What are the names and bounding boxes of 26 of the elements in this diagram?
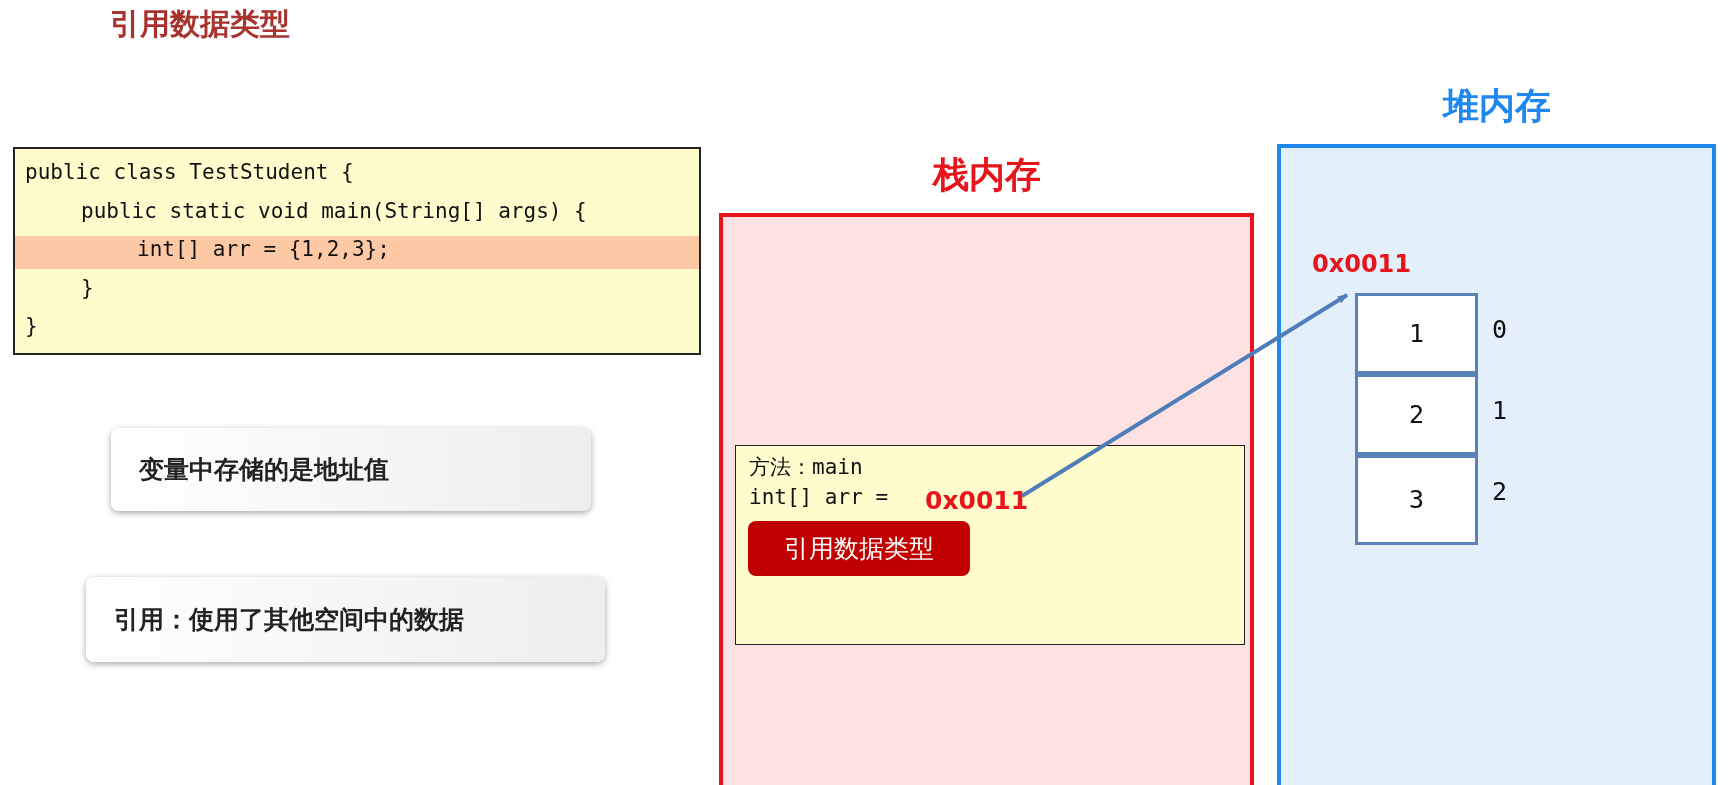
array-cell: 3 bbox=[1355, 455, 1478, 545]
code-line: } bbox=[81, 274, 94, 302]
method-frame bbox=[735, 445, 1245, 645]
code-panel bbox=[13, 147, 701, 355]
array-cell: 2 bbox=[1355, 374, 1478, 455]
arrow bbox=[1020, 293, 1349, 498]
frame-text: int[] arr = bbox=[749, 484, 889, 511]
index-label: 1 bbox=[1492, 396, 1508, 425]
region-heading: 栈内存 bbox=[931, 153, 1042, 197]
code-line: public static void main(String[] args) { bbox=[81, 197, 587, 225]
index-label: 0 bbox=[1492, 315, 1508, 344]
index-label: 2 bbox=[1492, 477, 1508, 506]
note-card bbox=[86, 577, 605, 662]
address-value: 0x0011 bbox=[925, 483, 1025, 519]
note-text: 变量中存储的是地址值 bbox=[139, 454, 389, 486]
code-line: public class TestStudent { bbox=[25, 159, 354, 186]
note-card bbox=[111, 428, 591, 511]
page-title: 引用数据类型 bbox=[110, 5, 290, 43]
region-heading: 堆内存 bbox=[1441, 84, 1552, 128]
code-line: } bbox=[25, 313, 38, 340]
array-cell: 1 bbox=[1355, 293, 1478, 374]
note-text: 引用：使用了其他空间中的数据 bbox=[114, 604, 464, 636]
type-badge: 引用数据类型 bbox=[748, 521, 970, 576]
frame-text: 方法：main bbox=[749, 454, 863, 481]
address-label: 0x0011 bbox=[1312, 250, 1411, 278]
code-line: int[] arr = {1,2,3}; bbox=[137, 236, 390, 263]
